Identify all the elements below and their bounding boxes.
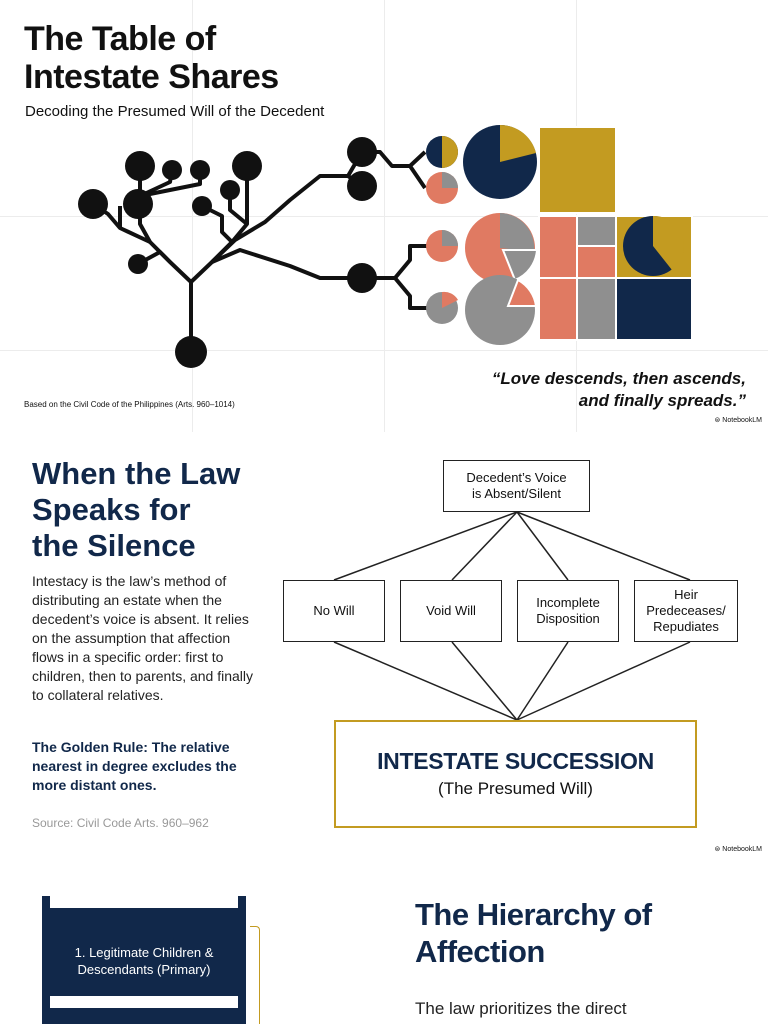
cause-box-heir-predeceases: Heir Predeceases/ Repudiates — [634, 580, 738, 642]
tree-branches — [91, 150, 428, 350]
box-text-line: No Will — [313, 603, 355, 618]
box-text-line: Heir — [674, 587, 698, 602]
box-text-line: Decedent’s Voice — [466, 470, 567, 485]
slide2-body-text: Intestacy is the law’s method of distrib… — [32, 573, 254, 703]
cause-box-incomplete-disposition: Incomplete Disposition — [517, 580, 619, 642]
result-subtitle: (The Presumed Will) — [438, 779, 593, 798]
slide1-title-line: Intestate Shares — [24, 58, 279, 96]
slide1-title-line: The Table of — [24, 20, 216, 58]
quote-line: and finally spreads.” — [578, 391, 746, 410]
slide1-title: The Table of Intestate Shares — [24, 20, 279, 96]
slide2-title-line: the Silence — [32, 528, 196, 563]
intestate-succession-box: INTESTATE SUCCESSION (The Presumed Will) — [334, 720, 697, 828]
slide1-subtitle: Decoding the Presumed Will of the Decede… — [25, 103, 325, 120]
notebooklm-logo-icon: ⊜ — [714, 417, 723, 424]
slide2-title-line: Speaks for — [32, 492, 191, 527]
slide-table-of-intestate-shares: The Table of Intestate Shares Decoding t… — [0, 0, 768, 432]
slide1-footnote: Based on the Civil Code of the Philippin… — [24, 400, 235, 409]
hierarchy-bracket — [250, 926, 260, 1024]
quote-line: “Love descends, then ascends, — [491, 369, 746, 388]
slide-when-the-law-speaks: When the Law Speaks for the Silence Inte… — [0, 432, 768, 864]
stack-divider — [50, 996, 238, 1008]
notebooklm-logo-icon: ⊜ — [714, 846, 723, 853]
slide2-source: Source: Civil Code Arts. 960–962 — [32, 816, 209, 830]
golden-rule-text: The Golden Rule: The relative nearest in… — [32, 739, 237, 793]
flowchart-connectors — [333, 511, 691, 721]
pie-overlay-slice — [653, 215, 685, 270]
family-tree-illustration — [78, 124, 693, 368]
slide1-quote: “Love descends, then ascends, and finall… — [416, 368, 746, 412]
hierarchy-item-line: Descendants (Primary) — [77, 962, 211, 977]
slide3-title-line: The Hierarchy of — [415, 897, 652, 932]
tree-nodes — [78, 137, 377, 368]
result-title: INTESTATE SUCCESSION — [377, 748, 654, 774]
slide3-body-text: The law prioritizes the direct — [415, 999, 627, 1018]
brand-text: NotebookLM — [722, 846, 762, 853]
box-text-line: Disposition — [536, 611, 600, 626]
cause-box-void-will: Void Will — [400, 580, 502, 642]
small-pie-charts — [426, 136, 458, 324]
box-text-line: Incomplete — [536, 595, 600, 610]
box-text-line: Repudiates — [653, 619, 719, 634]
slide2-title-line: When the Law — [32, 456, 241, 491]
brand-text: NotebookLM — [722, 417, 762, 424]
hierarchy-stack: 1. Legitimate Children & Descendants (Pr… — [42, 896, 246, 1024]
hierarchy-item-line: 1. Legitimate Children & — [74, 945, 214, 960]
notebooklm-brand: ⊜ NotebookLM — [714, 845, 762, 853]
hierarchy-item-1: 1. Legitimate Children & Descendants (Pr… — [42, 944, 246, 978]
slide3-title-line: Affection — [415, 934, 545, 969]
box-text-line: Void Will — [426, 603, 476, 618]
box-text-line: Predeceases/ — [646, 603, 726, 618]
stack-divider — [50, 896, 238, 908]
decedent-voice-box: Decedent’s Voice is Absent/Silent — [443, 460, 590, 512]
notebooklm-brand: ⊜ NotebookLM — [714, 416, 762, 424]
slide3-title: The Hierarchy of Affection — [415, 896, 652, 970]
cause-box-no-will: No Will — [283, 580, 385, 642]
grid-line — [0, 350, 768, 351]
slide-hierarchy-of-affection: 1. Legitimate Children & Descendants (Pr… — [0, 864, 768, 1024]
grid-line — [0, 216, 768, 217]
slide2-title: When the Law Speaks for the Silence — [32, 456, 240, 564]
box-text-line: is Absent/Silent — [472, 486, 561, 501]
